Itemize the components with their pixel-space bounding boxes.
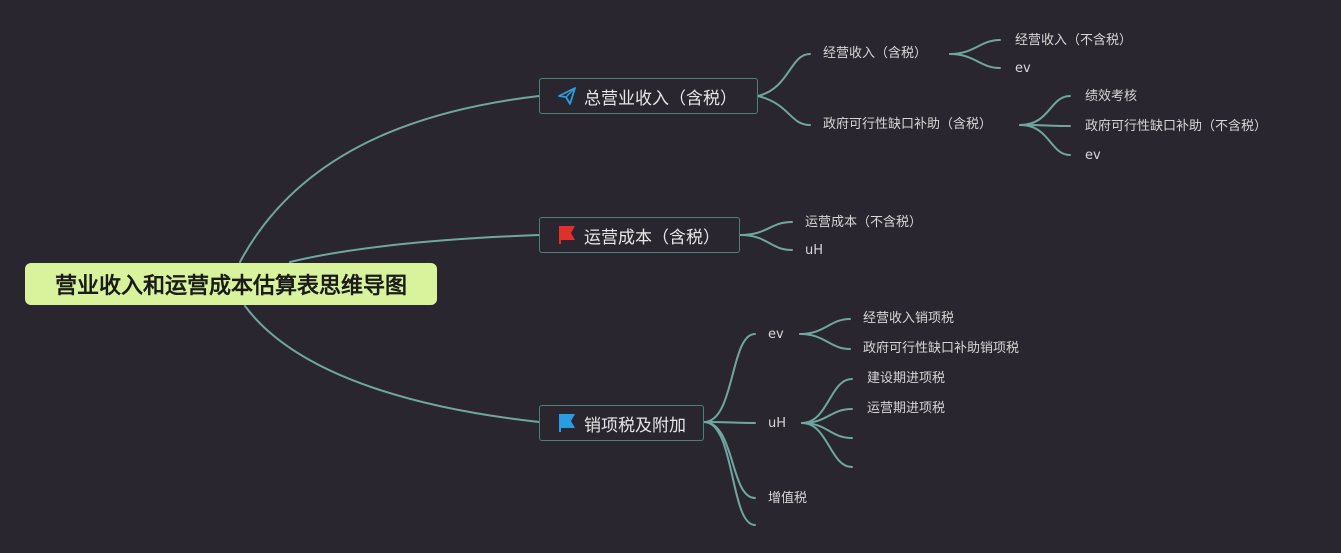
node-construction-input-tax[interactable]: 建设期进项税 [867,371,946,386]
branch-label: 销项税及附加 [584,415,686,436]
node-operating-income-output-tax[interactable]: 经营收入销项税 [863,311,955,326]
node-operating-income-tax-incl[interactable]: 经营收入（含税） [823,46,928,61]
connector-b1c1-l2 [949,53,1001,69]
blue-flag-icon [556,412,578,434]
red-flag-icon [556,224,578,246]
node-operation-input-tax[interactable]: 运营期进项税 [867,401,946,416]
node-gov-subsidy-output-tax[interactable]: 政府可行性缺口补助销项税 [863,341,1020,356]
connector-root-branch-3 [244,305,540,423]
connector-b3-c4 [703,421,756,526]
branch-operating-cost[interactable]: 运营成本（含税） [539,217,740,253]
branch-total-revenue[interactable]: 总营业收入（含税） [539,78,758,114]
node-gov-subsidy-tax-incl[interactable]: 政府可行性缺口补助（含税） [823,117,993,132]
node-vat[interactable]: 增值税 [768,491,808,506]
connector-b1c2-l3 [1019,124,1071,156]
node-gov-subsidy-tax-excl[interactable]: 政府可行性缺口补助（不含税） [1085,119,1268,134]
node-uh[interactable]: uH [768,416,787,431]
node-performance-review[interactable]: 绩效考核 [1085,89,1138,104]
node-ev[interactable]: ev [768,327,784,342]
node-ev[interactable]: ev [1015,61,1031,76]
connector-b2-c2 [739,234,793,251]
connector-b3c1-l2 [799,333,851,350]
connector-root-branch-2 [289,234,540,263]
connector-b3-c1 [703,333,756,423]
connector-b1c2-l1 [1019,95,1071,126]
connector-b3c2-l4 [801,422,853,468]
node-uh[interactable]: uH [805,243,824,258]
branch-output-tax[interactable]: 销项税及附加 [539,405,704,441]
node-ev[interactable]: ev [1085,148,1101,163]
connector-b3c1-l1 [799,318,851,335]
node-operating-cost-tax-excl[interactable]: 运营成本（不含税） [805,215,923,230]
connector-root-branch-1 [239,95,540,263]
paper-plane-icon [556,85,578,107]
root-title: 营业收入和运营成本估算表思维导图 [54,274,407,299]
branch-label: 总营业收入（含税） [584,88,737,109]
branch-label: 运营成本（含税） [584,227,720,248]
connector-b1-c1 [757,53,811,97]
connector-b1c1-l1 [949,39,1001,55]
connector-b2-c1 [739,221,793,236]
node-operating-income-tax-excl[interactable]: 经营收入（不含税） [1015,33,1133,48]
connector-b1-c2 [757,95,811,126]
root-node[interactable]: 营业收入和运营成本估算表思维导图 [25,263,437,305]
